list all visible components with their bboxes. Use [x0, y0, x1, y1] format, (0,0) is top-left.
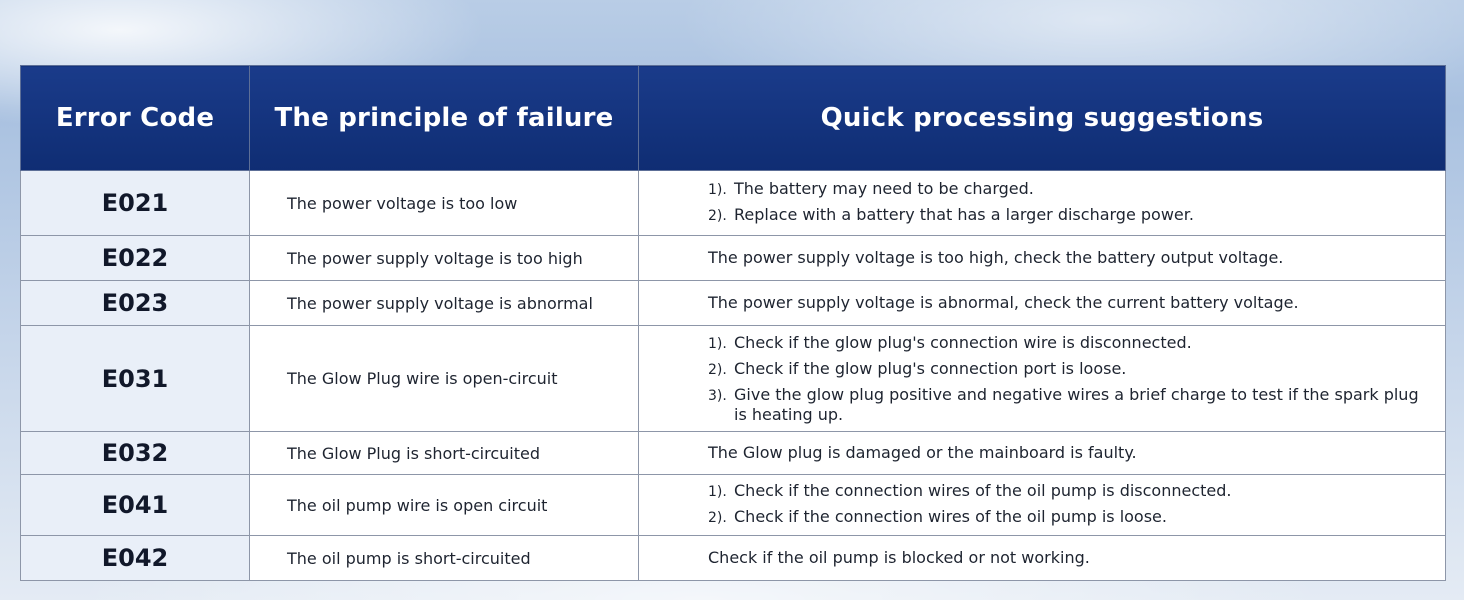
principle-cell: The power supply voltage is too high — [249, 235, 639, 281]
principle-cell: The Glow Plug is short-circuited — [249, 431, 639, 475]
error-code-cell: E041 — [20, 474, 250, 536]
suggestion-item: 3). Give the glow plug positive and negat… — [708, 385, 1425, 425]
suggestion-number: 1). — [708, 483, 727, 500]
suggestion-cell: 1). Check if the connection wires of the … — [638, 474, 1446, 536]
suggestion-number: 1). — [708, 181, 727, 198]
principle-cell: The oil pump is short-circuited — [249, 535, 639, 581]
suggestion-text: The Glow plug is damaged or the mainboar… — [708, 443, 1137, 462]
suggestion-list: 1). The battery may need to be charged. 2)… — [708, 179, 1425, 228]
suggestion-item: 1). The battery may need to be charged. — [708, 179, 1425, 202]
error-code-cell: E032 — [20, 431, 250, 475]
suggestion-number: 2). — [708, 509, 727, 526]
suggestion-list: The power supply voltage is too high, ch… — [708, 248, 1425, 268]
error-code-cell: E042 — [20, 535, 250, 581]
header-principle-of-failure: The principle of failure — [249, 65, 639, 171]
suggestion-cell: Check if the oil pump is blocked or not … — [638, 535, 1446, 581]
suggestion-item: 1). Check if the connection wires of the … — [708, 481, 1425, 504]
suggestion-text: Check if the connection wires of the oil… — [734, 506, 1167, 526]
suggestion-cell: The power supply voltage is too high, ch… — [638, 235, 1446, 281]
error-code-cell: E023 — [20, 280, 250, 326]
principle-cell: The Glow Plug wire is open-circuit — [249, 325, 639, 432]
suggestion-item: 2). Check if the connection wires of the … — [708, 507, 1425, 530]
principle-cell: The power voltage is too low — [249, 170, 639, 236]
suggestion-list: Check if the oil pump is blocked or not … — [708, 548, 1425, 568]
suggestion-item: Check if the oil pump is blocked or not … — [708, 548, 1425, 568]
suggestion-number: 2). — [708, 207, 727, 224]
suggestion-item: 2). Replace with a battery that has a lar… — [708, 205, 1425, 228]
header-quick-suggestions: Quick processing suggestions — [638, 65, 1446, 171]
suggestion-text: Check if the connection wires of the oil… — [734, 480, 1232, 500]
suggestion-text: Check if the oil pump is blocked or not … — [708, 548, 1090, 567]
suggestion-item: 1). Check if the glow plug's connection w… — [708, 333, 1425, 356]
suggestion-cell: 1). The battery may need to be charged. 2)… — [638, 170, 1446, 236]
suggestion-item: 2). Check if the glow plug's connection p… — [708, 359, 1425, 382]
suggestion-list: The Glow plug is damaged or the mainboar… — [708, 443, 1425, 463]
error-code-cell: E021 — [20, 170, 250, 236]
header-error-code: Error Code — [20, 65, 250, 171]
error-code-cell: E022 — [20, 235, 250, 281]
suggestion-text: Replace with a battery that has a larger… — [734, 204, 1194, 224]
suggestion-text: Give the glow plug positive and negative… — [734, 384, 1419, 424]
error-code-table-container: Error Code The principle of failure Quic… — [20, 65, 1446, 581]
suggestion-text: The battery may need to be charged. — [734, 178, 1034, 198]
suggestion-item: The power supply voltage is abnormal, ch… — [708, 293, 1425, 313]
suggestion-text: Check if the glow plug's connection wire… — [734, 332, 1192, 352]
suggestion-cell: 1). Check if the glow plug's connection w… — [638, 325, 1446, 432]
suggestion-number: 3). — [708, 387, 727, 404]
suggestion-item: The power supply voltage is too high, ch… — [708, 248, 1425, 268]
error-code-table: Error Code The principle of failure Quic… — [20, 65, 1446, 581]
suggestion-number: 2). — [708, 361, 727, 378]
suggestion-cell: The Glow plug is damaged or the mainboar… — [638, 431, 1446, 475]
suggestion-list: The power supply voltage is abnormal, ch… — [708, 293, 1425, 313]
table-header-row: Error Code The principle of failure Quic… — [20, 65, 1446, 171]
suggestion-list: 1). Check if the glow plug's connection w… — [708, 333, 1425, 425]
principle-cell: The oil pump wire is open circuit — [249, 474, 639, 536]
suggestion-number: 1). — [708, 335, 727, 352]
suggestion-text: The power supply voltage is too high, ch… — [708, 248, 1284, 267]
error-code-cell: E031 — [20, 325, 250, 432]
suggestion-item: The Glow plug is damaged or the mainboar… — [708, 443, 1425, 463]
suggestion-cell: The power supply voltage is abnormal, ch… — [638, 280, 1446, 326]
suggestion-text: The power supply voltage is abnormal, ch… — [708, 293, 1299, 312]
suggestion-list: 1). Check if the connection wires of the … — [708, 481, 1425, 530]
suggestion-text: Check if the glow plug's connection port… — [734, 358, 1127, 378]
principle-cell: The power supply voltage is abnormal — [249, 280, 639, 326]
